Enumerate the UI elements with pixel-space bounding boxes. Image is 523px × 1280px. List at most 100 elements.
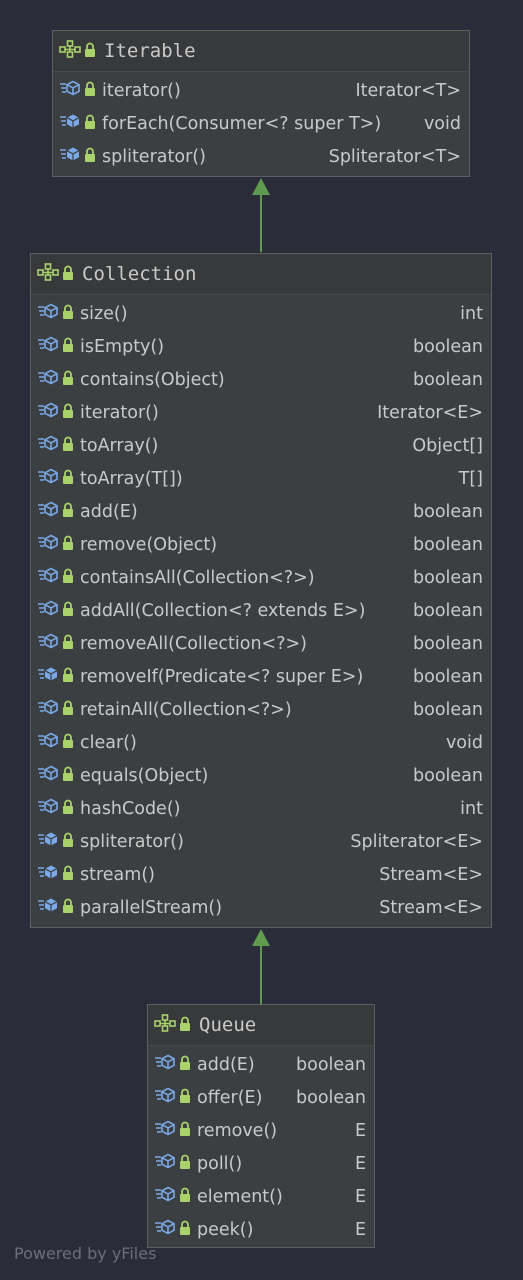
return-type: int [460, 303, 483, 324]
class-header: Queue [148, 1005, 374, 1046]
abstract-method-icon [154, 1087, 176, 1108]
method-row-containsall-collection[interactable]: containsAll(Collection<?>)boolean [31, 561, 491, 594]
public-lock-icon [62, 265, 74, 284]
return-type: Stream<E> [379, 897, 483, 918]
method-name: removeIf(Predicate<? super E>) [80, 666, 364, 687]
public-lock-icon [179, 1220, 191, 1240]
method-row-element[interactable]: element()E [148, 1180, 374, 1213]
method-row-remove-object[interactable]: remove(Object) boolean [31, 528, 491, 561]
method-row-hashcode[interactable]: hashCode()int [31, 792, 491, 825]
method-row-isempty[interactable]: isEmpty()boolean [31, 330, 491, 363]
method-name: peek() [197, 1219, 254, 1240]
public-lock-icon [179, 1154, 191, 1174]
class-name: Collection [82, 263, 197, 285]
method-row-removeall-collection[interactable]: removeAll(Collection<?>)boolean [31, 627, 491, 660]
return-type: T[] [458, 468, 483, 489]
abstract-method-icon [37, 501, 59, 522]
method-name: toArray(T[]) [80, 468, 183, 489]
return-type: E [354, 1120, 366, 1141]
method-row-removeif-predicate-super-e[interactable]: removeIf(Predicate<? super E>) boolean [31, 660, 491, 693]
public-lock-icon [62, 403, 74, 423]
method-name: equals(Object) [80, 765, 209, 786]
public-lock-icon [62, 667, 74, 687]
abstract-method-icon [37, 369, 59, 390]
method-name: iterator() [102, 80, 181, 101]
class-header: Collection [31, 254, 491, 295]
return-type: void [423, 113, 461, 134]
method-row-equals-object[interactable]: equals(Object)boolean [31, 759, 491, 792]
abstract-method-icon [37, 402, 59, 423]
method-row-parallelstream[interactable]: parallelStream() Stream<E> [31, 891, 491, 924]
public-lock-icon [84, 42, 96, 61]
abstract-method-icon [154, 1120, 176, 1141]
method-row-peek[interactable]: peek()E [148, 1213, 374, 1246]
return-type: Object[] [412, 435, 483, 456]
return-type: boolean [413, 666, 483, 687]
method-row-toarray[interactable]: toArray()Object[] [31, 429, 491, 462]
abstract-method-icon [37, 435, 59, 456]
method-row-size[interactable]: size() int [31, 297, 491, 330]
method-row-iterator[interactable]: iterator() Iterator<T> [53, 74, 469, 107]
method-row-add-e[interactable]: add(E) boolean [148, 1048, 374, 1081]
public-lock-icon [179, 1088, 191, 1108]
default-method-icon [37, 831, 59, 852]
return-type: Stream<E> [379, 864, 483, 885]
return-type: Iterator<T> [355, 80, 462, 101]
method-name: add(E) [197, 1054, 255, 1075]
edge-collection-to-iterable [252, 178, 270, 252]
return-type: boolean [413, 699, 483, 720]
method-name: poll() [197, 1153, 243, 1174]
method-name: parallelStream() [80, 897, 223, 918]
class-name: Queue [199, 1014, 257, 1036]
return-type: Iterator<E> [377, 402, 483, 423]
method-row-addall-collection-extends-e[interactable]: addAll(Collection<? extends E>)boolean [31, 594, 491, 627]
return-type: boolean [413, 501, 483, 522]
public-lock-icon [84, 81, 96, 101]
public-lock-icon [62, 469, 74, 489]
public-lock-icon [62, 700, 74, 720]
method-row-spliterator[interactable]: spliterator()Spliterator<T> [53, 140, 469, 173]
method-row-spliterator[interactable]: spliterator()Spliterator<E> [31, 825, 491, 858]
method-row-contains-object[interactable]: contains(Object)boolean [31, 363, 491, 396]
method-name: addAll(Collection<? extends E>) [80, 600, 366, 621]
abstract-method-icon [37, 567, 59, 588]
abstract-method-icon [154, 1153, 176, 1174]
method-name: size() [80, 303, 128, 324]
public-lock-icon [62, 898, 74, 918]
method-row-remove[interactable]: remove()E [148, 1114, 374, 1147]
method-name: remove(Object) [80, 534, 218, 555]
return-type: boolean [413, 534, 483, 555]
method-row-add-e[interactable]: add(E) boolean [31, 495, 491, 528]
method-row-offer-e[interactable]: offer(E)boolean [148, 1081, 374, 1114]
interface-icon [154, 1014, 176, 1036]
public-lock-icon [179, 1055, 191, 1075]
default-method-icon [59, 146, 81, 167]
method-row-retainall-collection[interactable]: retainAll(Collection<?>) boolean [31, 693, 491, 726]
public-lock-icon [62, 832, 74, 852]
abstract-method-icon [154, 1054, 176, 1075]
public-lock-icon [84, 147, 96, 167]
return-type: boolean [296, 1054, 366, 1075]
method-row-stream[interactable]: stream()Stream<E> [31, 858, 491, 891]
return-type: int [460, 798, 483, 819]
default-method-icon [37, 666, 59, 687]
public-lock-icon [62, 370, 74, 390]
arrowhead [252, 178, 270, 195]
method-name: retainAll(Collection<?>) [80, 699, 292, 720]
public-lock-icon [84, 114, 96, 134]
abstract-method-icon [37, 699, 59, 720]
edge-queue-to-collection [252, 929, 270, 1004]
method-row-iterator[interactable]: iterator()Iterator<E> [31, 396, 491, 429]
method-row-clear[interactable]: clear()void [31, 726, 491, 759]
abstract-method-icon [37, 633, 59, 654]
method-row-poll[interactable]: poll()E [148, 1147, 374, 1180]
method-row-foreach-consumer-super-t[interactable]: forEach(Consumer<? super T>)void [53, 107, 469, 140]
default-method-icon [59, 113, 81, 134]
method-row-toarray-t[interactable]: toArray(T[]) T[] [31, 462, 491, 495]
return-type: boolean [413, 336, 483, 357]
method-name: add(E) [80, 501, 138, 522]
